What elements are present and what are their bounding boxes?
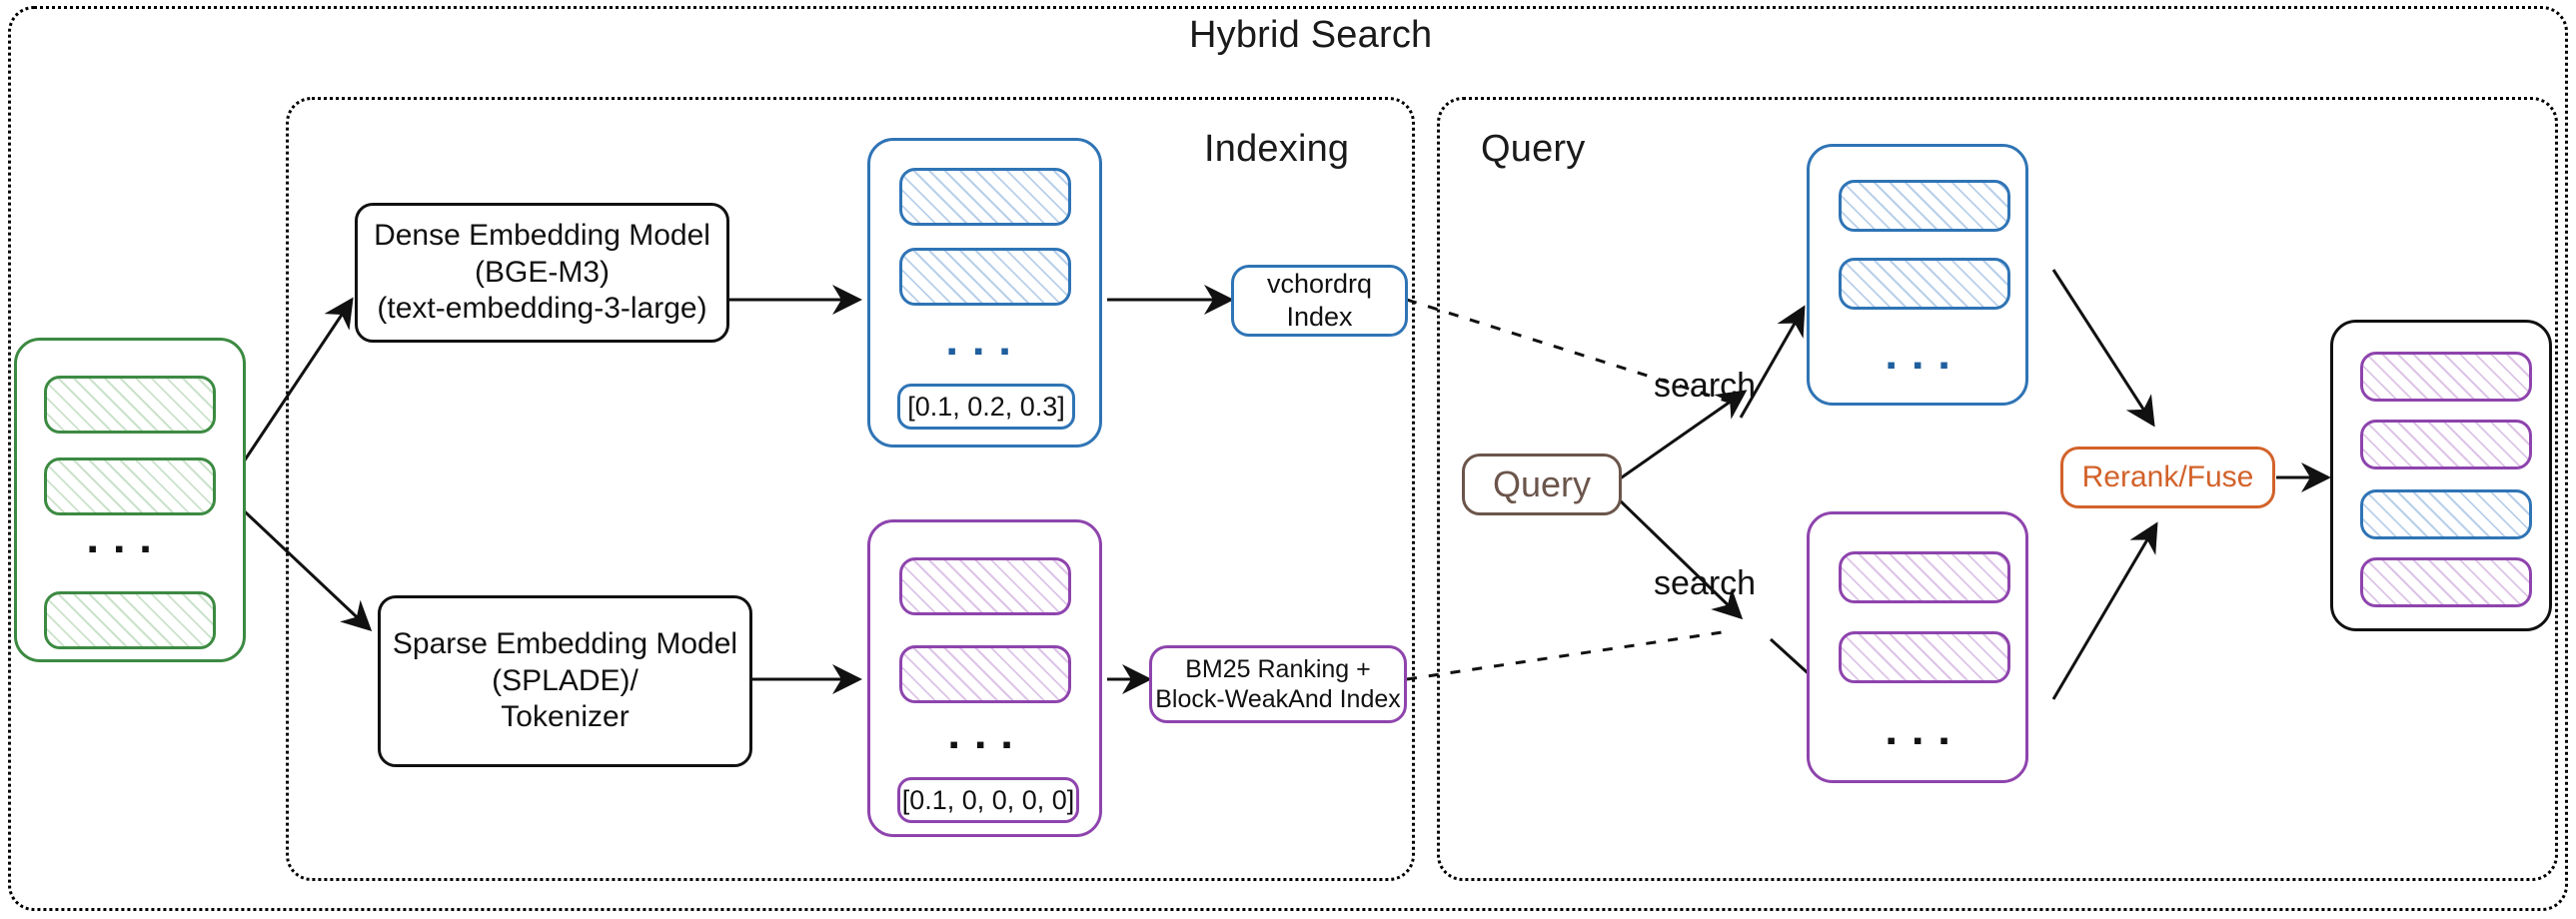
final-result-item [2360,352,2532,402]
query-box[interactable]: Query [1462,454,1622,515]
sparse-result-ellipsis: ▪ ▪ ▪ [1887,725,1954,755]
group-indexing-label: Indexing [1204,128,1350,170]
sparse-model-line-2: (SPLADE)/ [492,663,639,697]
query-box-label: Query [1492,463,1592,505]
vchordrq-index-line-2: Index [1286,302,1353,332]
outer-container-hybrid-search [8,6,2568,911]
dense-result-item [1839,180,2010,232]
search-label-sparse: search [1654,564,1757,602]
dense-result-item [1839,258,2010,310]
dense-index-item [899,248,1071,306]
diagram-title: Hybrid Search [1189,14,1433,56]
group-query [1437,97,2558,881]
final-result-item [2360,489,2532,539]
sparse-vector-chip: [0.1, 0, 0, 0, 0] [897,777,1079,823]
source-document-item [44,591,216,649]
bm25-index-line-1: BM25 Ranking + [1185,654,1371,683]
sparse-model-line-3: Tokenizer [501,700,630,734]
vchordrq-index-line-1: vchordrq [1266,269,1373,300]
dense-index-ellipsis: ▪ ▪ ▪ [947,336,1015,366]
dense-vector-chip: [0.1, 0.2, 0.3] [897,384,1075,430]
dense-model-line-3: (text-embedding-3-large) [377,292,707,326]
rerank-fuse-box[interactable]: Rerank/Fuse [2060,447,2275,508]
final-result-item [2360,420,2532,469]
search-label-dense: search [1654,367,1757,405]
dense-index-item [899,168,1071,226]
sparse-index-ellipsis: ▪ ▪ ▪ [949,729,1017,759]
source-documents-ellipsis: ▪ ▪ ▪ [88,533,156,563]
vchordrq-index-box[interactable]: vchordrq Index [1231,265,1408,337]
source-document-item [44,458,216,515]
bm25-index-box[interactable]: BM25 Ranking + Block-WeakAnd Index [1149,645,1407,723]
dense-model-line-1: Dense Embedding Model [374,219,710,253]
final-results-stack [2330,320,2552,631]
bm25-index-line-2: Block-WeakAnd Index [1155,685,1401,713]
sparse-embedding-model-box[interactable]: Sparse Embedding Model (SPLADE)/ Tokeniz… [378,595,752,767]
group-query-label: Query [1481,128,1586,170]
sparse-index-item [899,645,1071,703]
dense-model-line-2: (BGE-M3) [475,255,610,289]
dense-embedding-model-box[interactable]: Dense Embedding Model (BGE-M3) (text-emb… [355,203,729,343]
sparse-result-item [1839,551,2010,603]
sparse-model-line-1: Sparse Embedding Model [392,627,738,661]
sparse-result-item [1839,631,2010,683]
rerank-fuse-label: Rerank/Fuse [2081,460,2254,493]
sparse-index-item [899,557,1071,615]
final-result-item [2360,557,2532,607]
dense-result-ellipsis: ▪ ▪ ▪ [1887,350,1954,380]
group-indexing [286,97,1415,881]
source-document-item [44,376,216,434]
